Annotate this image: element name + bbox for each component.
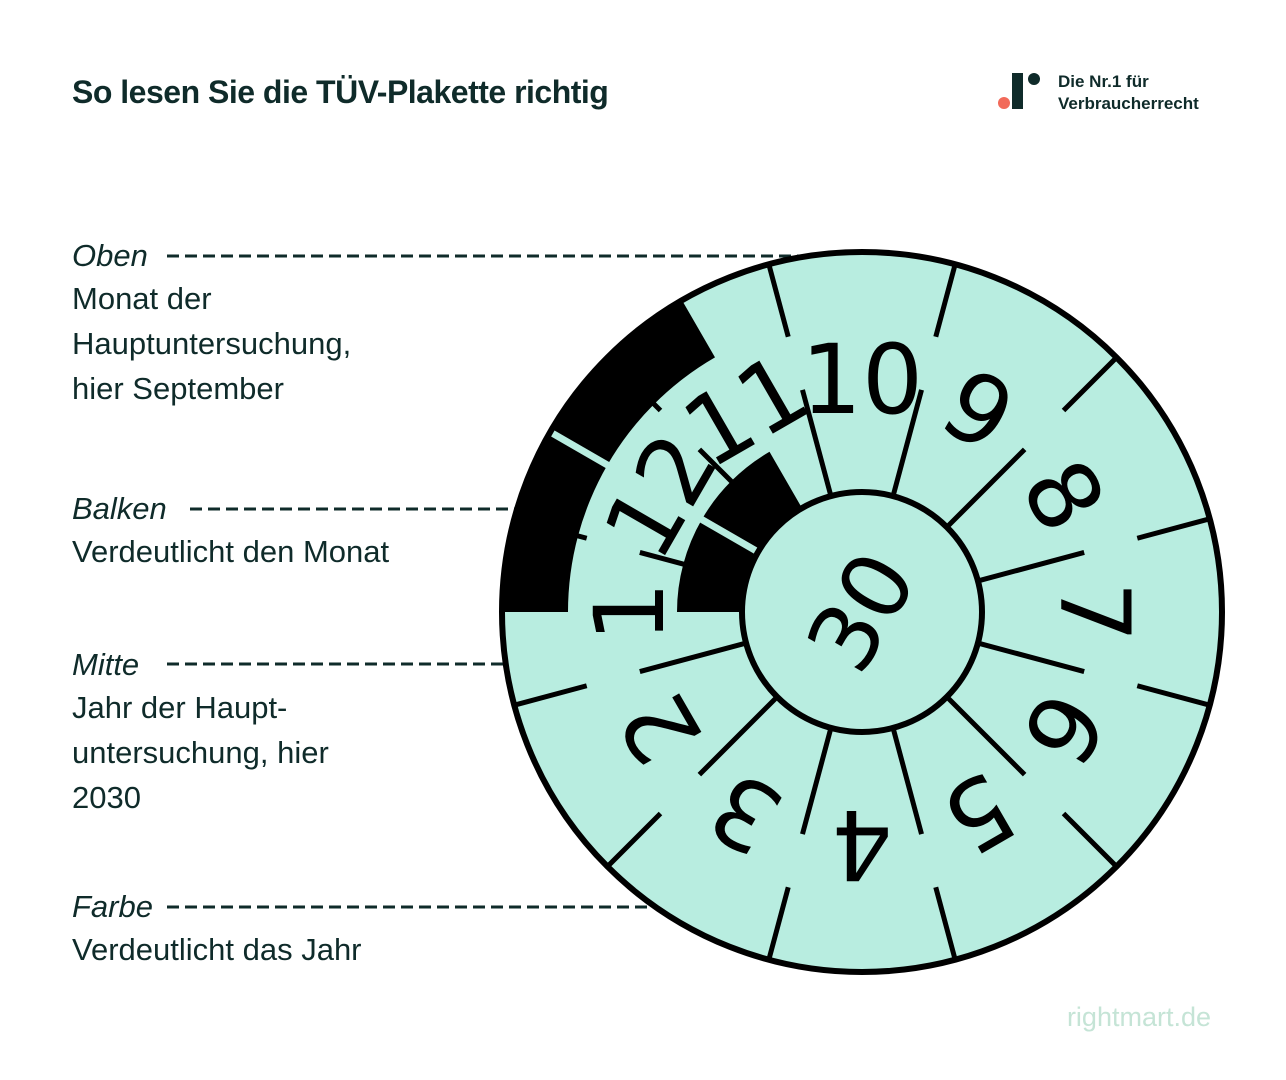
section-balken-heading: Balken (72, 489, 175, 529)
sticker-spoke (933, 886, 958, 961)
section-mitte: Mitte Jahr der Haupt- untersuchung, hier… (72, 645, 452, 820)
brand-tagline-line1: Die Nr.1 für (1058, 72, 1149, 91)
sticker-spoke (945, 447, 1027, 529)
sticker-spoke (639, 550, 747, 584)
sticker-spoke (766, 886, 791, 961)
sticker-spoke (1136, 516, 1211, 541)
sticker-spoke (513, 683, 588, 708)
rightmart-logo-icon (998, 73, 1040, 109)
sticker-month-10: 10 (801, 324, 923, 436)
sticker-spoke (933, 263, 958, 338)
section-mitte-heading: Mitte (72, 645, 148, 685)
sticker-spoke (890, 727, 924, 835)
brand-tagline-line2: Verbraucherrecht (1058, 94, 1199, 113)
sticker-bar-separator (548, 428, 760, 556)
sticker-month-4: 4 (831, 788, 892, 900)
sticker-inner-circle (739, 489, 985, 735)
sticker-spoke (697, 447, 779, 529)
sticker-spoke (1061, 355, 1119, 413)
section-farbe: Farbe Verdeutlicht das Jahr (72, 887, 452, 972)
section-oben: Oben Monat der Hauptuntersuchung, hier S… (72, 236, 452, 411)
sticker-spoke (800, 389, 834, 497)
sticker-outer-ring (499, 249, 1225, 975)
sticker-spoke (1061, 811, 1119, 869)
section-mitte-text: Jahr der Haupt- untersuchung, hier 2030 (72, 690, 329, 815)
section-balken: Balken Verdeutlicht den Monat (72, 489, 452, 574)
sticker-month-1: 1 (574, 581, 686, 642)
section-oben-heading: Oben (72, 236, 156, 276)
sticker-month-7: 7 (1038, 581, 1150, 642)
sticker-spoke (977, 640, 1085, 674)
sticker-spoke (800, 727, 834, 835)
sticker-spoke (766, 263, 791, 338)
section-oben-text: Monat der Hauptuntersuchung, hier Septem… (72, 281, 352, 406)
brand-tagline: Die Nr.1 für Verbraucherrecht (1058, 71, 1199, 115)
sticker-spoke (605, 355, 663, 413)
brand-logo: Die Nr.1 für Verbraucherrecht (996, 70, 1236, 116)
footer-site-url: rightmart.de (1066, 1002, 1211, 1032)
sticker-spoke (977, 550, 1085, 584)
section-balken-text: Verdeutlicht den Monat (72, 534, 390, 569)
sticker-outer-bar (502, 300, 715, 612)
sticker-spoke (639, 640, 747, 674)
sticker-spoke (513, 516, 588, 541)
section-farbe-heading: Farbe (72, 887, 161, 927)
sticker-spoke (1136, 683, 1211, 708)
sticker-spoke (697, 695, 779, 777)
sticker-spoke (605, 811, 663, 869)
sticker-spoke (890, 389, 924, 497)
sticker-spoke (945, 695, 1027, 777)
page-title: So lesen Sie die TÜV-Plakette richtig (72, 74, 609, 110)
section-farbe-text: Verdeutlicht das Jahr (72, 932, 362, 967)
